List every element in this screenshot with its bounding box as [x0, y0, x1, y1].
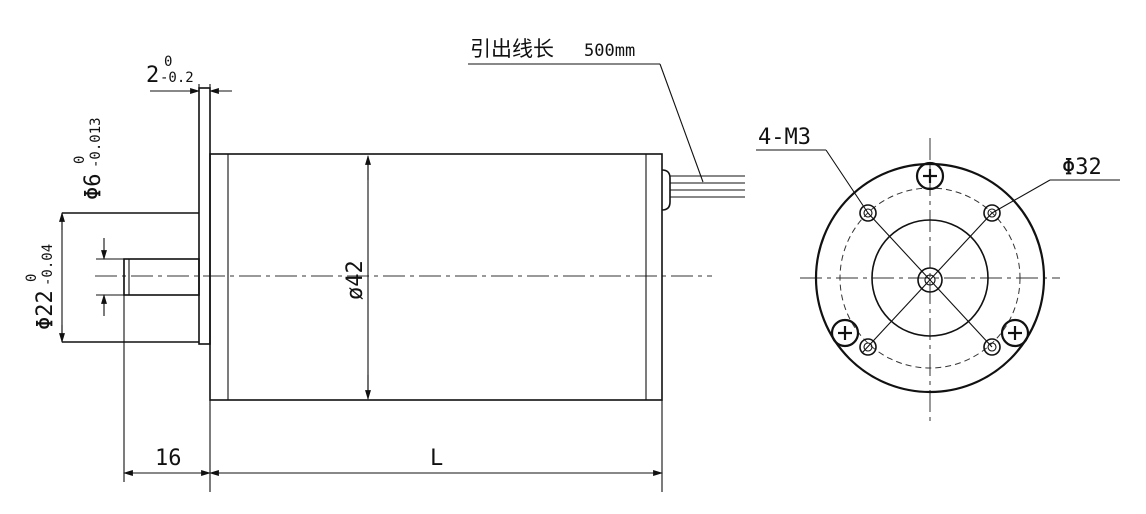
shaft-dim-lower: -0.013: [88, 117, 104, 168]
boss-dim-upper: 0: [24, 274, 40, 282]
m3-hole-top-right: [983, 204, 1001, 222]
body-length-value: L: [430, 446, 443, 471]
side-view: 引出线长 500mm 2 0 -0.2 Φ6 0 -0.013 Φ22 0 -0…: [24, 37, 745, 492]
screw-bottom-right: [1000, 318, 1030, 348]
lead-length-prefix: 引出线长: [470, 37, 554, 61]
pcd-diagonal-2: [861, 212, 993, 354]
holes-leader: [825, 149, 869, 214]
flange-dim-upper: 0: [164, 54, 172, 70]
motor-body: [209, 153, 663, 401]
flange: [198, 87, 211, 345]
lead-length-value: 500mm: [584, 41, 635, 61]
boss-dim-lower: -0.04: [40, 244, 56, 286]
rear-cap: [661, 169, 671, 211]
flange-dim-value: 2: [146, 63, 159, 88]
shaft-dim-label: Φ6 0 -0.013: [72, 117, 106, 200]
shaft-circle: [917, 267, 943, 293]
boss-dim-value: Φ22: [33, 290, 58, 330]
shaft: [123, 258, 200, 296]
shaft-dim-value: Φ6: [81, 174, 106, 201]
flange-dim-lower: -0.2: [160, 70, 194, 86]
screw-top: [915, 161, 945, 191]
front-view: Φ32 4-M3: [756, 125, 1120, 422]
body-dia-label: ø42: [343, 260, 368, 300]
pcd-leader: [991, 179, 1051, 214]
m3-hole-bottom-right: [983, 338, 1001, 356]
screw-bottom-left: [830, 318, 860, 348]
holes-value: 4-M3: [758, 125, 811, 150]
pcd-value: Φ32: [1062, 155, 1102, 180]
boss-dim-label: Φ22 0 -0.04: [24, 244, 58, 330]
m3-hole-top-left: [859, 204, 877, 222]
m3-hole-bottom-left: [859, 338, 877, 356]
shaft-dim-upper: 0: [72, 156, 88, 164]
lead-leader: [659, 63, 704, 183]
body-dia-value: ø42: [343, 260, 368, 300]
shaft-length-value: 16: [155, 446, 182, 471]
shaft-center: [924, 274, 936, 286]
boss-circle: [871, 219, 989, 337]
